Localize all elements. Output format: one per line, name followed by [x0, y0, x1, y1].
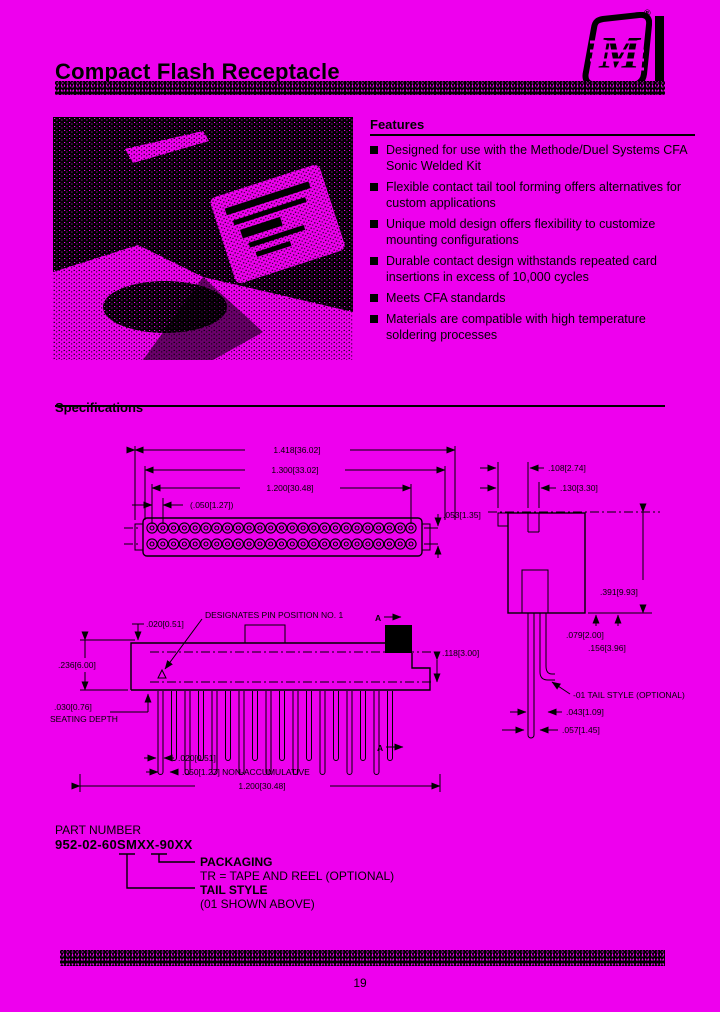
- part-number-callout-lines: [119, 853, 195, 889]
- specifications-heading: Specifications: [55, 399, 144, 415]
- header-rule: [55, 81, 665, 95]
- dim-side-height: .391[9.93]: [600, 587, 638, 597]
- dim-span: 1.200[30.48]: [238, 781, 285, 791]
- pin-contacts: [146, 522, 417, 550]
- pin-tails: [157, 691, 393, 775]
- methode-logo-icon: M: [580, 11, 653, 90]
- page-title: Compact Flash Receptacle: [55, 58, 340, 84]
- feature-text: Unique mold design offers flexibility to…: [386, 217, 656, 247]
- dim-side-top1: .108[2.74]: [548, 463, 586, 473]
- feature-item: Designed for use with the Methode/Duel S…: [370, 142, 695, 174]
- feature-item: Flexible contact tail tool forming offer…: [370, 179, 695, 211]
- dim-outer-width: 1.300[33.02]: [271, 465, 318, 475]
- dim-pitch-bottom: .050[1.27] NON-ACCUMULATIVE: [182, 767, 310, 777]
- dim-section-height: .236[6.00]: [58, 660, 96, 670]
- tail-style-note: -01 TAIL STYLE (OPTIONAL): [573, 690, 685, 700]
- dim-tail-w: .043[1.09]: [566, 707, 604, 717]
- part-number-legend: PACKAGING TR = TAPE AND REEL (OPTIONAL) …: [200, 855, 394, 911]
- bullet-icon: [370, 183, 378, 191]
- feature-item: Unique mold design offers flexibility to…: [370, 216, 695, 248]
- features-rule: [370, 134, 695, 136]
- dim-row-spacing: .053[1.35]: [443, 510, 481, 520]
- feature-text: Meets CFA standards: [386, 291, 506, 305]
- side-view: .108[2.74] .130[3.30] .391[9.93] .079[2.…: [480, 462, 685, 739]
- front-view: 1.418[36.02] 1.300[33.02] 1.200[30.48] (…: [124, 445, 481, 558]
- feature-text: Flexible contact tail tool forming offer…: [386, 180, 682, 210]
- feature-text: Designed for use with the Methode/Duel S…: [386, 143, 687, 173]
- bullet-icon: [370, 220, 378, 228]
- dim-pitch: (.050[1.27]): [190, 500, 234, 510]
- packaging-desc: TR = TAPE AND REEL (OPTIONAL): [200, 869, 395, 883]
- feature-item: Durable contact design withstands repeat…: [370, 253, 695, 285]
- dim-offset: .118[3.00]: [442, 648, 479, 658]
- corner-bar: [655, 16, 664, 88]
- product-photo: [53, 117, 353, 360]
- technical-drawing: 1.418[36.02] 1.300[33.02] 1.200[30.48] (…: [50, 445, 685, 792]
- pin1-note: DESIGNATES PIN POSITION NO. 1: [205, 610, 344, 620]
- section-view: DESIGNATES PIN POSITION NO. 1 .020[0.51]…: [50, 610, 479, 792]
- dim-side-top2: .130[3.30]: [560, 483, 598, 493]
- section-marker-a: A: [375, 613, 381, 623]
- bullet-icon: [370, 315, 378, 323]
- feature-item: Meets CFA standards: [370, 290, 695, 306]
- dim-lip: .020[0.51]: [146, 619, 184, 629]
- features-panel: Features Designed for use with the Metho…: [370, 117, 695, 348]
- specifications-rule: [55, 405, 665, 407]
- tail-style-label: TAIL STYLE: [200, 883, 268, 897]
- features-list: Designed for use with the Methode/Duel S…: [370, 142, 695, 343]
- feature-text: Materials are compatible with high tempe…: [386, 312, 646, 342]
- footer-rule: [60, 950, 665, 966]
- bullet-icon: [370, 294, 378, 302]
- dim-tail-width: .020[0.51]: [178, 753, 216, 763]
- dim-overall-width: 1.418[36.02]: [273, 445, 320, 455]
- feature-text: Durable contact design withstands repeat…: [386, 254, 657, 284]
- packaging-label: PACKAGING: [200, 855, 273, 869]
- features-heading: Features: [370, 117, 425, 132]
- dim-tail-d: .057[1.45]: [562, 725, 600, 735]
- section-marker-a: A: [377, 743, 383, 753]
- bullet-icon: [370, 257, 378, 265]
- dim-tail-a: .079[2.00]: [566, 630, 604, 640]
- tail-style-desc: (01 SHOWN ABOVE): [200, 897, 315, 911]
- dim-tail-b: .156[3.96]: [588, 643, 626, 653]
- part-number-value: 952-02-60SMXX-90XX: [55, 837, 193, 852]
- part-number-heading: PART NUMBER: [55, 823, 142, 837]
- feature-item: Materials are compatible with high tempe…: [370, 311, 695, 343]
- dim-seating: .030[0.76]: [54, 702, 92, 712]
- dim-inner-width: 1.200[30.48]: [266, 483, 313, 493]
- registered-mark: ®: [644, 8, 651, 18]
- part-number-block: PART NUMBER 952-02-60SMXX-90XX: [55, 823, 193, 852]
- seating-depth-label: SEATING DEPTH: [50, 714, 118, 724]
- bullet-icon: [370, 146, 378, 154]
- page-number: 19: [353, 976, 367, 990]
